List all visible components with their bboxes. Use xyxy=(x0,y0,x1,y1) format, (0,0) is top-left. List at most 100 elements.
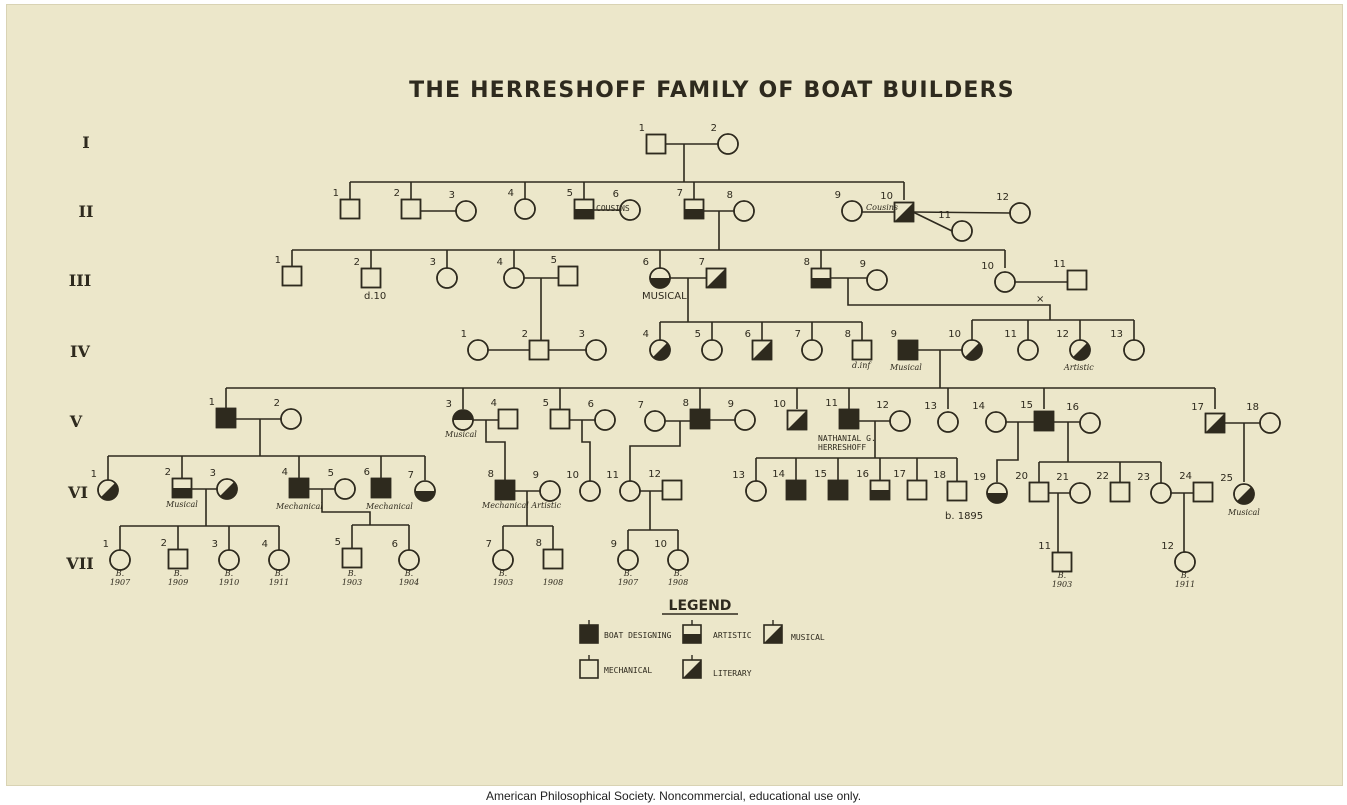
gen-label-1: I xyxy=(82,133,89,152)
person-VI24 xyxy=(1192,481,1214,503)
person-number: 10 xyxy=(948,329,961,340)
gen-label-3: III xyxy=(69,271,91,290)
birth-prefix: B. xyxy=(1180,571,1189,580)
person-VII9 xyxy=(617,549,639,571)
person-number: 1 xyxy=(103,539,109,550)
note-cousins: COUSINS xyxy=(596,204,630,213)
person-number: 2 xyxy=(354,257,360,268)
person-number: 10 xyxy=(654,539,667,550)
note-cousins-2: Cousins xyxy=(866,203,898,212)
person-number: 18 xyxy=(1246,402,1259,413)
person-number: 14 xyxy=(972,401,985,412)
person-VII5 xyxy=(341,547,363,569)
person-number: 6 xyxy=(364,467,370,478)
person-number: 2 xyxy=(165,467,171,478)
person-number: 13 xyxy=(1110,329,1123,340)
person-VI6 xyxy=(370,477,392,499)
person-number: 1 xyxy=(209,397,215,408)
person-number: 22 xyxy=(1096,471,1109,482)
note-herreshoff: HERRESHOFF xyxy=(818,443,866,452)
person-number: 21 xyxy=(1056,472,1069,483)
marriage-x-mark: × xyxy=(1036,294,1044,305)
person-number: 19 xyxy=(973,472,986,483)
credit-line: American Philosophical Society. Noncomme… xyxy=(485,789,862,803)
person-number: 8 xyxy=(845,329,851,340)
birth-prefix: B. xyxy=(1057,571,1066,580)
person-number: 6 xyxy=(588,399,594,410)
person-VI3 xyxy=(216,478,238,500)
person-VI5 xyxy=(334,478,356,500)
note-mechanical-vi6: Mechanical xyxy=(365,502,413,511)
person-number: 2 xyxy=(394,188,400,199)
person-number: 4 xyxy=(497,257,503,268)
person-number: 9 xyxy=(860,259,866,270)
person-III3 xyxy=(436,267,458,289)
lineage-line xyxy=(321,489,371,525)
person-VII7 xyxy=(492,549,514,571)
note-musical-vi25: Musical xyxy=(1227,508,1260,517)
person-IV10 xyxy=(961,339,983,361)
note-d10: d.10 xyxy=(364,291,386,302)
person-VI10 xyxy=(579,480,601,502)
person-V13 xyxy=(937,411,959,433)
person-V7 xyxy=(644,410,666,432)
lineage-line xyxy=(912,211,953,232)
person-number: 17 xyxy=(1191,402,1204,413)
annotations: COUSINS Cousins d.10 MUSICAL × d.inf Mus… xyxy=(165,203,1260,522)
person-VII6 xyxy=(398,549,420,571)
person-number: 12 xyxy=(1161,541,1174,552)
lineage-lines xyxy=(107,143,1260,552)
person-number: 25 xyxy=(1220,473,1233,484)
person-number: 7 xyxy=(638,400,644,411)
person-number: 14 xyxy=(772,469,785,480)
generation-labels: I II III IV V VI VII xyxy=(65,133,93,573)
person-number: 6 xyxy=(745,329,751,340)
note-mech-artistic-vi8: Mechanical Artistic xyxy=(481,501,562,510)
pedigree-chart: THE HERRESHOFF FAMILY OF BOAT BUILDERS I… xyxy=(65,78,1281,679)
birth-prefix: B. xyxy=(498,569,507,578)
legend-swatch xyxy=(682,655,702,679)
person-VI25 xyxy=(1233,483,1255,505)
person-II5 xyxy=(573,198,595,220)
person-number: 3 xyxy=(579,329,585,340)
person-VI23 xyxy=(1150,482,1172,504)
person-III4 xyxy=(503,267,525,289)
person-III6 xyxy=(649,267,671,289)
person-number: 1 xyxy=(333,188,339,199)
person-IV7 xyxy=(801,339,823,361)
person-number: 4 xyxy=(491,398,497,409)
person-V1 xyxy=(215,407,237,429)
paper-background xyxy=(6,4,1343,786)
person-VII4 xyxy=(268,549,290,571)
person-III7 xyxy=(705,267,727,289)
birth-year: 1907 xyxy=(618,578,639,587)
person-VII11 xyxy=(1051,551,1073,573)
person-number: 7 xyxy=(677,188,683,199)
person-number: 9 xyxy=(533,470,539,481)
person-V6 xyxy=(594,409,616,431)
person-IV8 xyxy=(851,339,873,361)
note-mechanical-vi4: Mechanical xyxy=(275,502,323,511)
person-number: 11 xyxy=(1004,329,1017,340)
person-VI4 xyxy=(288,477,310,499)
person-number: 3 xyxy=(446,399,452,410)
person-III9 xyxy=(866,269,888,291)
person-VI13 xyxy=(745,480,767,502)
birth-prefix: B. xyxy=(623,569,632,578)
person-number: 23 xyxy=(1137,472,1150,483)
person-V15 xyxy=(1033,410,1055,432)
person-VI15 xyxy=(827,479,849,501)
person-number: 8 xyxy=(488,469,494,480)
person-number: 4 xyxy=(282,467,288,478)
note-musical-v3: Musical xyxy=(444,430,477,439)
person-IV9 xyxy=(897,339,919,361)
person-III11 xyxy=(1066,269,1088,291)
legend-label: ARTISTIC xyxy=(713,631,752,640)
person-number: 6 xyxy=(392,539,398,550)
person-number: 7 xyxy=(486,539,492,550)
person-IV4 xyxy=(649,339,671,361)
person-number: 4 xyxy=(508,188,514,199)
birth-year: 1903 xyxy=(342,578,362,587)
person-number: 7 xyxy=(408,470,414,481)
person-IV6 xyxy=(751,339,773,361)
